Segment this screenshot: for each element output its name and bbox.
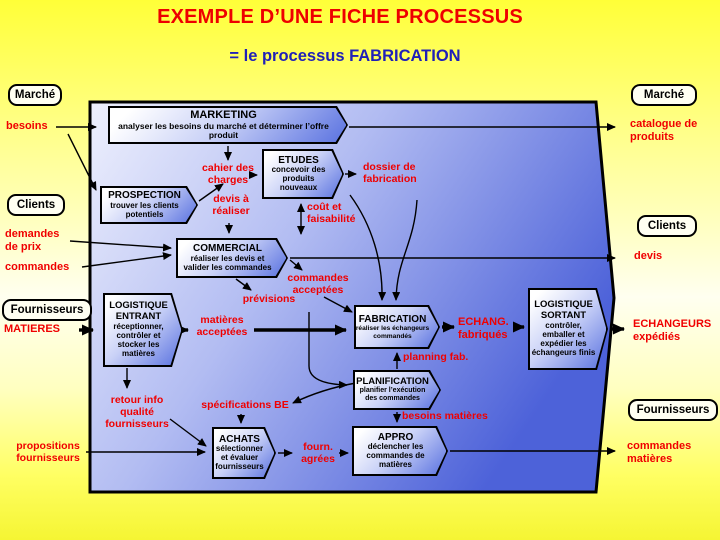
flow-fourn-agrees: fourn. agrées	[301, 441, 335, 466]
output-devis: devis	[634, 250, 663, 262]
process-etudes-desc: concevoir des produits nouveaux	[271, 165, 326, 193]
flow-arrows-thin	[56, 123, 616, 457]
process-commercial-desc: réaliser les devis et valider les comman…	[183, 253, 272, 272]
entity-clients-left: Clients	[7, 194, 65, 216]
process-planification-title: PLANIFICATION	[356, 375, 429, 387]
flow-arrows-thick	[79, 321, 625, 336]
page-subtitle: = le processus FABRICATION	[229, 47, 461, 65]
process-appro: APPRO déclencher les commandes de matièr…	[352, 426, 448, 476]
process-prospection-title: PROSPECTION	[108, 190, 181, 202]
process-appro-title: APPRO	[377, 431, 414, 443]
process-marketing-desc: analyser les besoins du marché et déterm…	[118, 120, 329, 141]
process-marketing: MARKETING analyser les besoins du marché…	[108, 106, 348, 144]
flow-besoins-matieres: besoins matières	[402, 410, 488, 422]
input-propositions-fournisseurs: propositions fournisseurs	[16, 440, 80, 465]
process-fabrication-title: FABRICATION	[358, 314, 427, 326]
process-logistique-sortant-desc: contrôler, emballer et expédier les écha…	[531, 320, 596, 357]
process-fabrication-desc: réaliser les échangeurs commandés	[355, 325, 430, 340]
entity-marche-right: Marché	[631, 84, 697, 106]
flow-matieres-acceptees: matières acceptées	[196, 314, 248, 339]
process-planification: PLANIFICATION planifier l’exécution des …	[353, 370, 441, 410]
flow-cahier-des-charges: cahier des charges	[202, 162, 254, 187]
flow-previsions: prévisions	[242, 293, 296, 305]
process-logistique-sortant: LOGISTIQUE SORTANT contrôler, emballer e…	[528, 288, 608, 370]
process-logistique-sortant-title: LOGISTIQUE SORTANT	[534, 299, 593, 322]
input-matieres: MATIERES	[4, 323, 61, 335]
output-commandes-matieres: commandes matières	[627, 440, 692, 465]
entity-fournisseurs-right: Fournisseurs	[628, 399, 718, 421]
process-prospection: PROSPECTION trouver les clients potentie…	[100, 186, 198, 224]
process-prospection-desc: trouver les clients potentiels	[110, 200, 179, 219]
entity-fournisseurs-left: Fournisseurs	[2, 299, 92, 321]
entity-clients-right: Clients	[637, 215, 697, 237]
flow-echang-fabriques: ECHANG. fabriqués	[458, 316, 509, 341]
output-echangeurs-expedies: ECHANGEURS expédiés	[633, 318, 712, 343]
flow-retour-info-qualite: retour info qualité fournisseurs	[105, 394, 169, 431]
page-title: EXEMPLE D’UNE FICHE PROCESSUS	[157, 6, 523, 28]
flow-specifications-be: spécifications BE	[201, 399, 289, 411]
process-marketing-title: MARKETING	[190, 109, 257, 122]
process-logistique-entrant-title: LOGISTIQUE ENTRANT	[109, 300, 168, 323]
process-logistique-entrant: LOGISTIQUE ENTRANT réceptionner, contrôl…	[103, 293, 183, 367]
flow-devis-a-realiser: devis à réaliser	[212, 193, 250, 218]
process-achats-title: ACHATS	[219, 433, 260, 445]
flow-commandes-acceptees: commandes acceptées	[287, 272, 349, 297]
flow-planning-fab: planning fab.	[403, 351, 469, 363]
process-appro-desc: déclencher les commandes de matières	[366, 442, 425, 470]
process-fabrication: FABRICATION réaliser les échangeurs comm…	[354, 305, 440, 349]
output-catalogue-de-produits: catalogue de produits	[630, 118, 698, 143]
process-etudes-title: ETUDES	[278, 154, 319, 166]
flow-cout-et-faisabilite: coût et faisabilité	[307, 201, 356, 226]
process-logistique-entrant-desc: réceptionner, contrôler et stocker les m…	[113, 321, 164, 358]
process-planification-desc: planifier l’exécution des commandes	[359, 387, 426, 403]
process-achats: ACHATS sélectionner et évaluer fournisse…	[212, 427, 276, 479]
process-achats-desc: sélectionner et évaluer fournisseurs	[215, 444, 264, 472]
flow-dossier-de-fabrication: dossier de fabrication	[363, 161, 417, 186]
input-demandes-de-prix: demandes de prix	[5, 228, 60, 253]
process-etudes: ETUDES concevoir des produits nouveaux	[262, 149, 344, 199]
input-besoins: besoins	[6, 120, 48, 132]
process-commercial: COMMERCIAL réaliser les devis et valider…	[176, 238, 288, 278]
process-commercial-title: COMMERCIAL	[193, 243, 262, 255]
entity-marche-left: Marché	[8, 84, 62, 106]
process-container	[88, 100, 616, 494]
input-commandes: commandes	[5, 261, 70, 273]
